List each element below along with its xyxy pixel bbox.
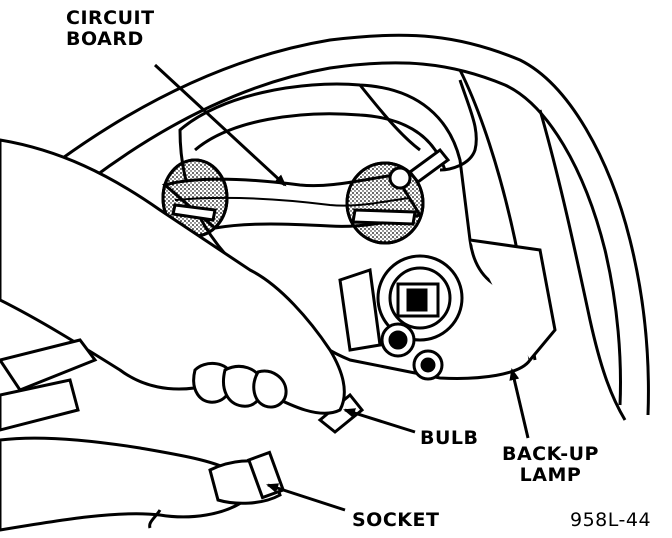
bulb-illustration (317, 322, 444, 434)
back-up-lamp-label: BACK-UP LAMP (502, 444, 599, 486)
back-up-lamp-label-line1: BACK-UP (502, 443, 599, 465)
lower-hand (0, 338, 286, 532)
upper-hand (0, 138, 346, 415)
circuit-board-label: CIRCUIT BOARD (66, 8, 155, 50)
bulb-leader (343, 408, 416, 434)
figure-id: 958L-44 (570, 509, 652, 531)
circuit-board-label-line1: CIRCUIT (66, 7, 155, 29)
back-up-lamp-leader (509, 368, 530, 439)
circuit-board-leader (153, 63, 287, 187)
socket-label: SOCKET (352, 509, 440, 531)
backup-lamp-socket (338, 254, 464, 352)
left-socket-mount (161, 158, 229, 238)
right-socket-mount (345, 147, 451, 245)
back-up-lamp-label-line2: LAMP (519, 464, 582, 486)
bulb-label: BULB (420, 427, 479, 449)
socket-leader (266, 483, 346, 512)
circuit-board-label-line2: BOARD (66, 28, 144, 50)
leader-lines (153, 63, 530, 512)
